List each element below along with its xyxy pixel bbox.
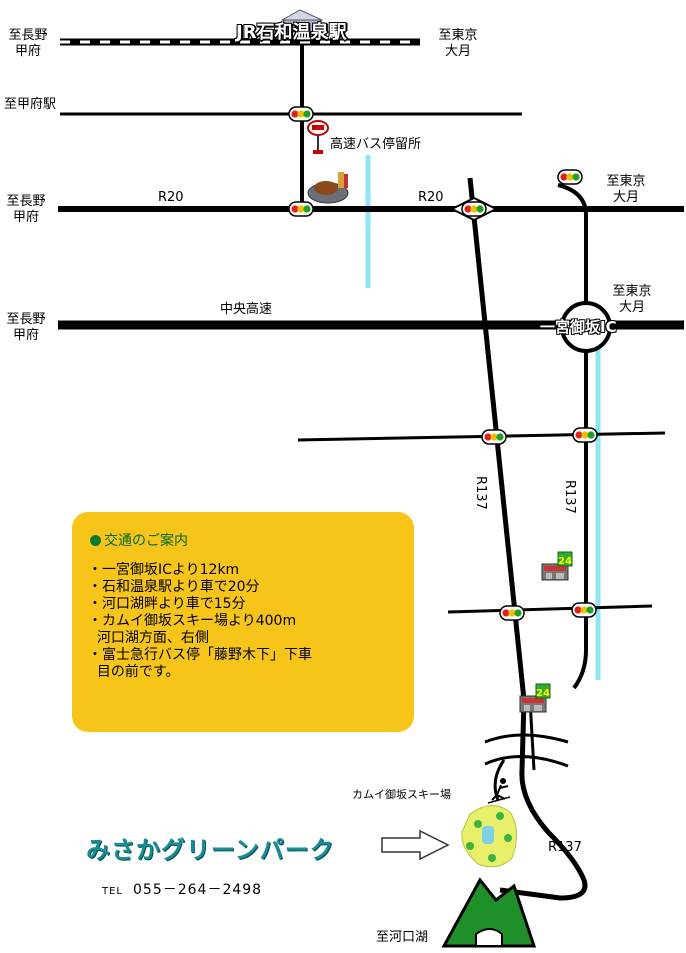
- traffic-light-icon: [481, 429, 507, 445]
- traffic-light-icon: [288, 106, 314, 122]
- bullet-icon: [90, 535, 101, 546]
- traffic-light-icon: [557, 169, 583, 185]
- dest-line: 至長野: [8, 28, 48, 43]
- list-item: ・河口湖畔より車で15分: [88, 596, 246, 612]
- rail-right-dest: 至東京 大月: [436, 28, 480, 60]
- list-item: ・石和温泉駅より車で20分: [88, 579, 260, 595]
- ski-area-label: カムイ御坂スキー場: [352, 788, 451, 801]
- dest-line: 甲府: [12, 210, 39, 225]
- park-icon: [461, 805, 517, 868]
- access-info-title-text: 交通のご案内: [104, 533, 188, 549]
- r137-label-bottom: R137: [548, 840, 582, 855]
- station-icon: [280, 9, 324, 33]
- access-info-box: 交通のご案内 ・一宮御坂ICより12km ・石和温泉駅より車で20分 ・河口湖畔…: [72, 512, 414, 732]
- ic-name: 一宮御坂IC: [540, 318, 617, 336]
- lake-dest-label: 至河口湖: [376, 930, 429, 945]
- rail-left-dest: 至長野 甲府: [6, 28, 50, 60]
- dest-line: 至長野: [6, 194, 46, 209]
- dest-line: 至東京: [606, 174, 646, 189]
- tel-label: TEL: [102, 886, 123, 897]
- list-item: ・一宮御坂ICより12km: [88, 562, 240, 578]
- dest-line: 大月: [444, 44, 471, 59]
- access-info-list: ・一宮御坂ICより12km ・石和温泉駅より車で20分 ・河口湖畔より車で15分…: [88, 562, 312, 681]
- r20-label-a: R20: [158, 190, 184, 205]
- ic-interchange: [560, 301, 612, 353]
- mountain-icon: [441, 877, 537, 948]
- restaurant-icon: [307, 172, 349, 204]
- traffic-light-icon: [288, 201, 314, 217]
- r20-left-dest: 至長野 甲府: [4, 194, 48, 226]
- list-item: 目の前です。: [88, 664, 180, 680]
- access-info-title: 交通のご案内: [90, 530, 188, 550]
- park-name: みさかグリーンパーク: [86, 836, 335, 864]
- skier-icon: [487, 778, 511, 804]
- dest-line: 甲府: [12, 328, 39, 343]
- r20-right-dest: 至東京 大月: [604, 174, 648, 206]
- r137-label-left: R137: [473, 476, 488, 510]
- dest-line: 大月: [618, 300, 645, 315]
- list-item: 河口湖方面、右側: [88, 630, 209, 646]
- station-name: JR石和温泉駅: [236, 22, 347, 43]
- traffic-light-icon: [461, 201, 487, 217]
- list-item: ・カムイ御坂スキー場より400m: [88, 613, 297, 629]
- expressway-name: 中央高速: [220, 302, 273, 317]
- dest-line: 大月: [612, 190, 639, 205]
- dest-line: 至長野: [6, 312, 46, 327]
- road-ski-branch: [484, 733, 569, 768]
- list-item: ・富士急行バス停「藤野木下」下車: [88, 647, 312, 663]
- dest-line: 甲府: [14, 44, 41, 59]
- kofu-station-label: 至甲府駅: [4, 97, 57, 112]
- r137-label-right: R137: [562, 480, 577, 514]
- bus-stop-icon: [307, 120, 329, 154]
- park-phone: TEL 055－264－2498: [102, 879, 262, 899]
- road-r137: [467, 177, 588, 901]
- expressway-right-dest: 至東京 大月: [610, 284, 654, 316]
- expressway-left-dest: 至長野 甲府: [4, 312, 48, 344]
- bus-stop-label: 高速バス停留所: [330, 137, 422, 152]
- road-cross-2: [447, 604, 653, 614]
- traffic-light-icon: [572, 427, 598, 443]
- 24h-store-icon: [541, 551, 573, 581]
- arrow-right-icon: [381, 829, 450, 861]
- traffic-light-icon: [571, 602, 597, 618]
- traffic-light-icon: [499, 605, 525, 621]
- dest-line: 至東京: [438, 28, 478, 43]
- r20-label-b: R20: [418, 190, 444, 205]
- tel-number: 055－264－2498: [133, 882, 263, 898]
- dest-line: 至東京: [612, 284, 652, 299]
